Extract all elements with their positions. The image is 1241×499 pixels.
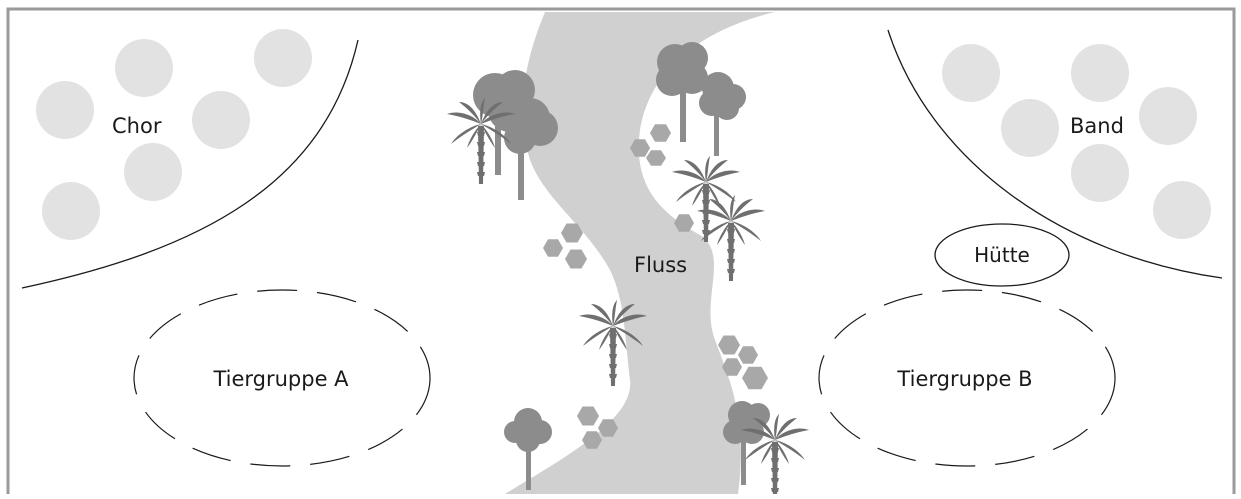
stone [582,431,602,449]
person-circle [1071,144,1129,202]
person-circle [1001,99,1059,157]
band-members [942,44,1211,239]
stone [561,223,583,243]
stone [565,249,587,269]
tree-trunk [526,440,531,490]
band-area-boundary [887,29,1223,279]
huette-outline [934,223,1070,287]
frame-border [6,7,1236,499]
stone [738,346,758,364]
person-circle [42,182,100,240]
tiergruppe-b-boundary [818,289,1116,467]
person-circle [1071,44,1129,102]
label-huette: Hütte [974,243,1030,267]
label-band: Band [1070,114,1124,138]
tree-foliage [516,428,540,452]
stone [650,124,671,142]
tree-foliage [504,122,536,154]
tree-foliage [676,62,708,94]
tiergruppe-a-boundary [133,289,431,467]
person-circle [1139,87,1197,145]
stone [646,150,666,166]
tree-bottom-left [504,408,552,490]
label-tiergruppe-a: Tiergruppe A [212,367,349,391]
stone [742,366,768,390]
tree-trunk [495,120,501,175]
stone [577,406,599,426]
stone [543,239,563,257]
stone [630,139,650,157]
tree-bottom-right [723,401,770,485]
person-circle [115,39,173,97]
stone [722,358,742,376]
stone [718,335,740,355]
tree-foliage [723,420,747,444]
tree-trunk [680,90,686,142]
chor-area-boundary [21,39,359,289]
label-fluss: Fluss [634,253,687,277]
person-circle [124,143,182,201]
tree-trunk [518,140,524,200]
stones [543,124,768,449]
tree-foliage [715,96,739,120]
person-circle [192,91,250,149]
person-circle [254,29,312,87]
river [505,12,775,494]
tree-cluster-left [473,70,558,200]
chor-members [36,29,312,240]
person-circle [1153,181,1211,239]
stone [598,419,618,437]
label-chor: Chor [112,114,162,138]
tree-trunk [741,430,746,485]
tree-cluster-top-right [656,42,746,156]
tree-trunk [714,108,719,156]
label-tiergruppe-b: Tiergruppe B [896,367,1032,391]
person-circle [942,44,1000,102]
stone [674,214,694,232]
person-circle [36,81,94,139]
